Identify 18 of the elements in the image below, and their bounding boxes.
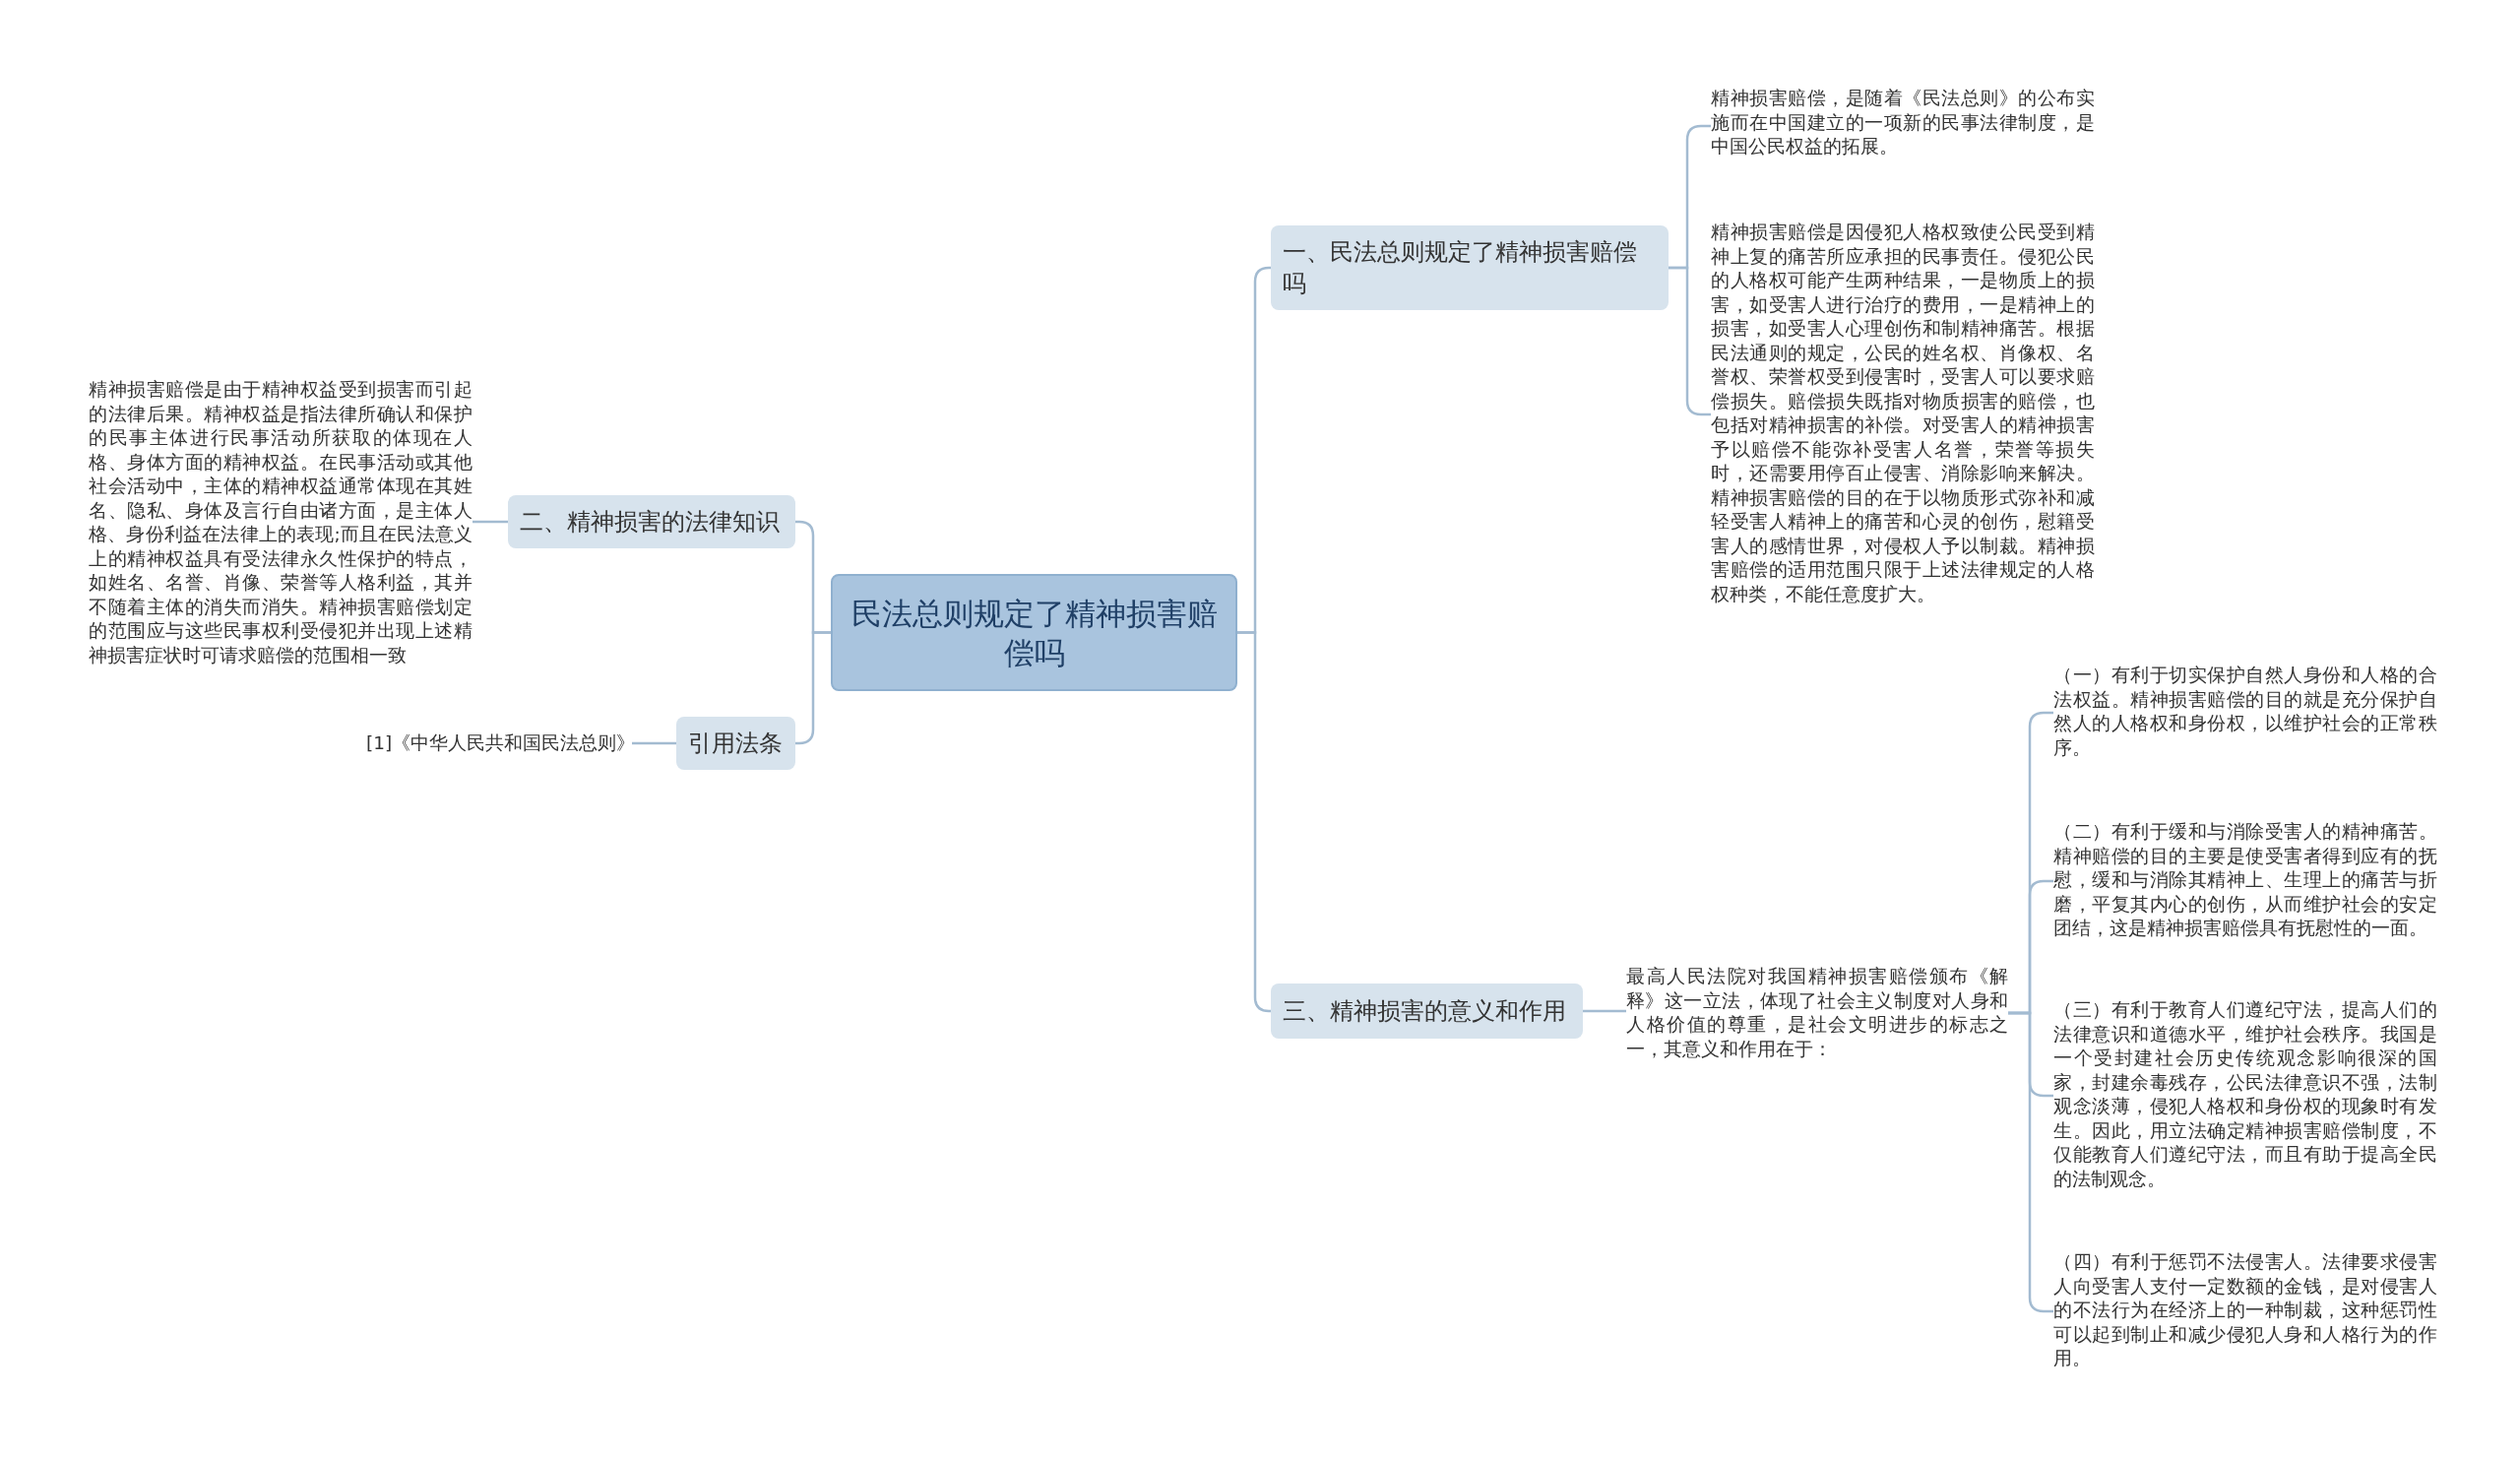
note-text: [1]《中华人民共和国民法总则》 bbox=[366, 731, 632, 756]
note-text: 精神损害赔偿，是随着《民法总则》的公布实施而在中国建立的一项新的民事法律制度，是中国公民权益的拓展。 bbox=[1711, 87, 2095, 159]
connector-line bbox=[472, 520, 508, 524]
topic-box: 引用法条 bbox=[676, 717, 795, 770]
note-text: 精神损害赔偿是因侵犯人格权致使公民受到精神上复的痛苦所应承担的民事责任。侵犯公民的人格权可能产生两种结果，一是物质上的损害，如受害人进行治疗的费用，一是精神上的损害，如受害人心理创伤和制精神痛苦。根据民法通则的规定，公民的姓名权、肖像权、名誉权、荣誉权受到侵害时，受害人可以要求赔偿损失。赔偿损失既指对物质损害的赔偿，也包括对精神损害的补偿。对受害人的精神损害予以赔偿不能弥补受害人名誉，荣誉等损失时，还需要用停百止侵害、消除影响来解决。精神损害赔偿的目的在于以物质形式弥补和减轻受害人精神上的痛苦和心灵的创伤，慰籍受害人的感情世界，对侵权人予以制裁。精神损害赔偿的适用范围只限于上述法律规定的人格权种类，不能任意度扩大。 bbox=[1711, 221, 2095, 606]
connector-line bbox=[632, 741, 676, 745]
connector-line bbox=[1237, 631, 1272, 1013]
connector-line bbox=[1583, 1009, 1626, 1013]
note-text: （二）有利于缓和与消除受害人的精神痛苦。精神赔偿的目的主要是使受害者得到应有的抚慰，缓和与消除其精神上、生理上的痛苦与折磨，平复其内心的创伤，从而维护社会的安定团结，这是精神损害赔偿具有抚慰性的一面。 bbox=[2053, 820, 2437, 941]
topic-box: 一、民法总则规定了精神损害赔偿吗 bbox=[1271, 225, 1669, 310]
topic-box: 二、精神损害的法律知识 bbox=[508, 495, 795, 548]
topic-box: 三、精神损害的意义和作用 bbox=[1271, 983, 1583, 1039]
central-topic-box: 民法总则规定了精神损害赔偿吗 bbox=[831, 574, 1237, 691]
note-text: （三）有利于教育人们遵纪守法，提高人们的法律意识和道德水平，维护社会秩序。我国是一个受封建社会历史传统观念影响很深的国家，封建余毒残存，公民法律意识不强，法制观念淡薄，侵犯人格权和身份权的现象时有发生。因此，用立法确定精神损害赔偿制度，不仅能教育人们遵纪守法，而且有助于提高全民的法制观念。 bbox=[2053, 998, 2437, 1191]
note-text: 精神损害赔偿是由于精神权益受到损害而引起的法律后果。精神权益是指法律所确认和保护的民事主体进行民事活动所获取的体现在人格、身体方面的精神权益。在民事活动或其他社会活动中，主体的精神权益通常体现在其姓名、隐私、身体及言行自由诸方面，是主体人格、身份利益在法律上的表现;而且在民法意义上的精神权益具有受法律永久性保护的特点，如姓名、名誉、肖像、荣誉等人格利益，其并不随着主体的消失而消失。精神损害赔偿划定的范围应与这些民事权利受侵犯并出现上述精神损害症状时可请求赔偿的范围相一致 bbox=[89, 378, 472, 667]
note-text: （一）有利于切实保护自然人身份和人格的合法权益。精神损害赔偿的目的就是充分保护自然人的人格权和身份权，以维护社会的正常秩序。 bbox=[2053, 664, 2437, 760]
note-text: 最高人民法院对我国精神损害赔偿颁布《解释》这一立法，体现了社会主义制度对人身和人格价值的尊重，是社会文明进步的标志之一，其意义和作用在于： bbox=[1626, 965, 2008, 1061]
note-text: （四）有利于惩罚不法侵害人。法律要求侵害人向受害人支付一定数额的金钱，是对侵害人的不法行为在经济上的一种制裁，这种惩罚性可以起到制止和减少侵犯人身和人格行为的作用。 bbox=[2053, 1250, 2437, 1371]
